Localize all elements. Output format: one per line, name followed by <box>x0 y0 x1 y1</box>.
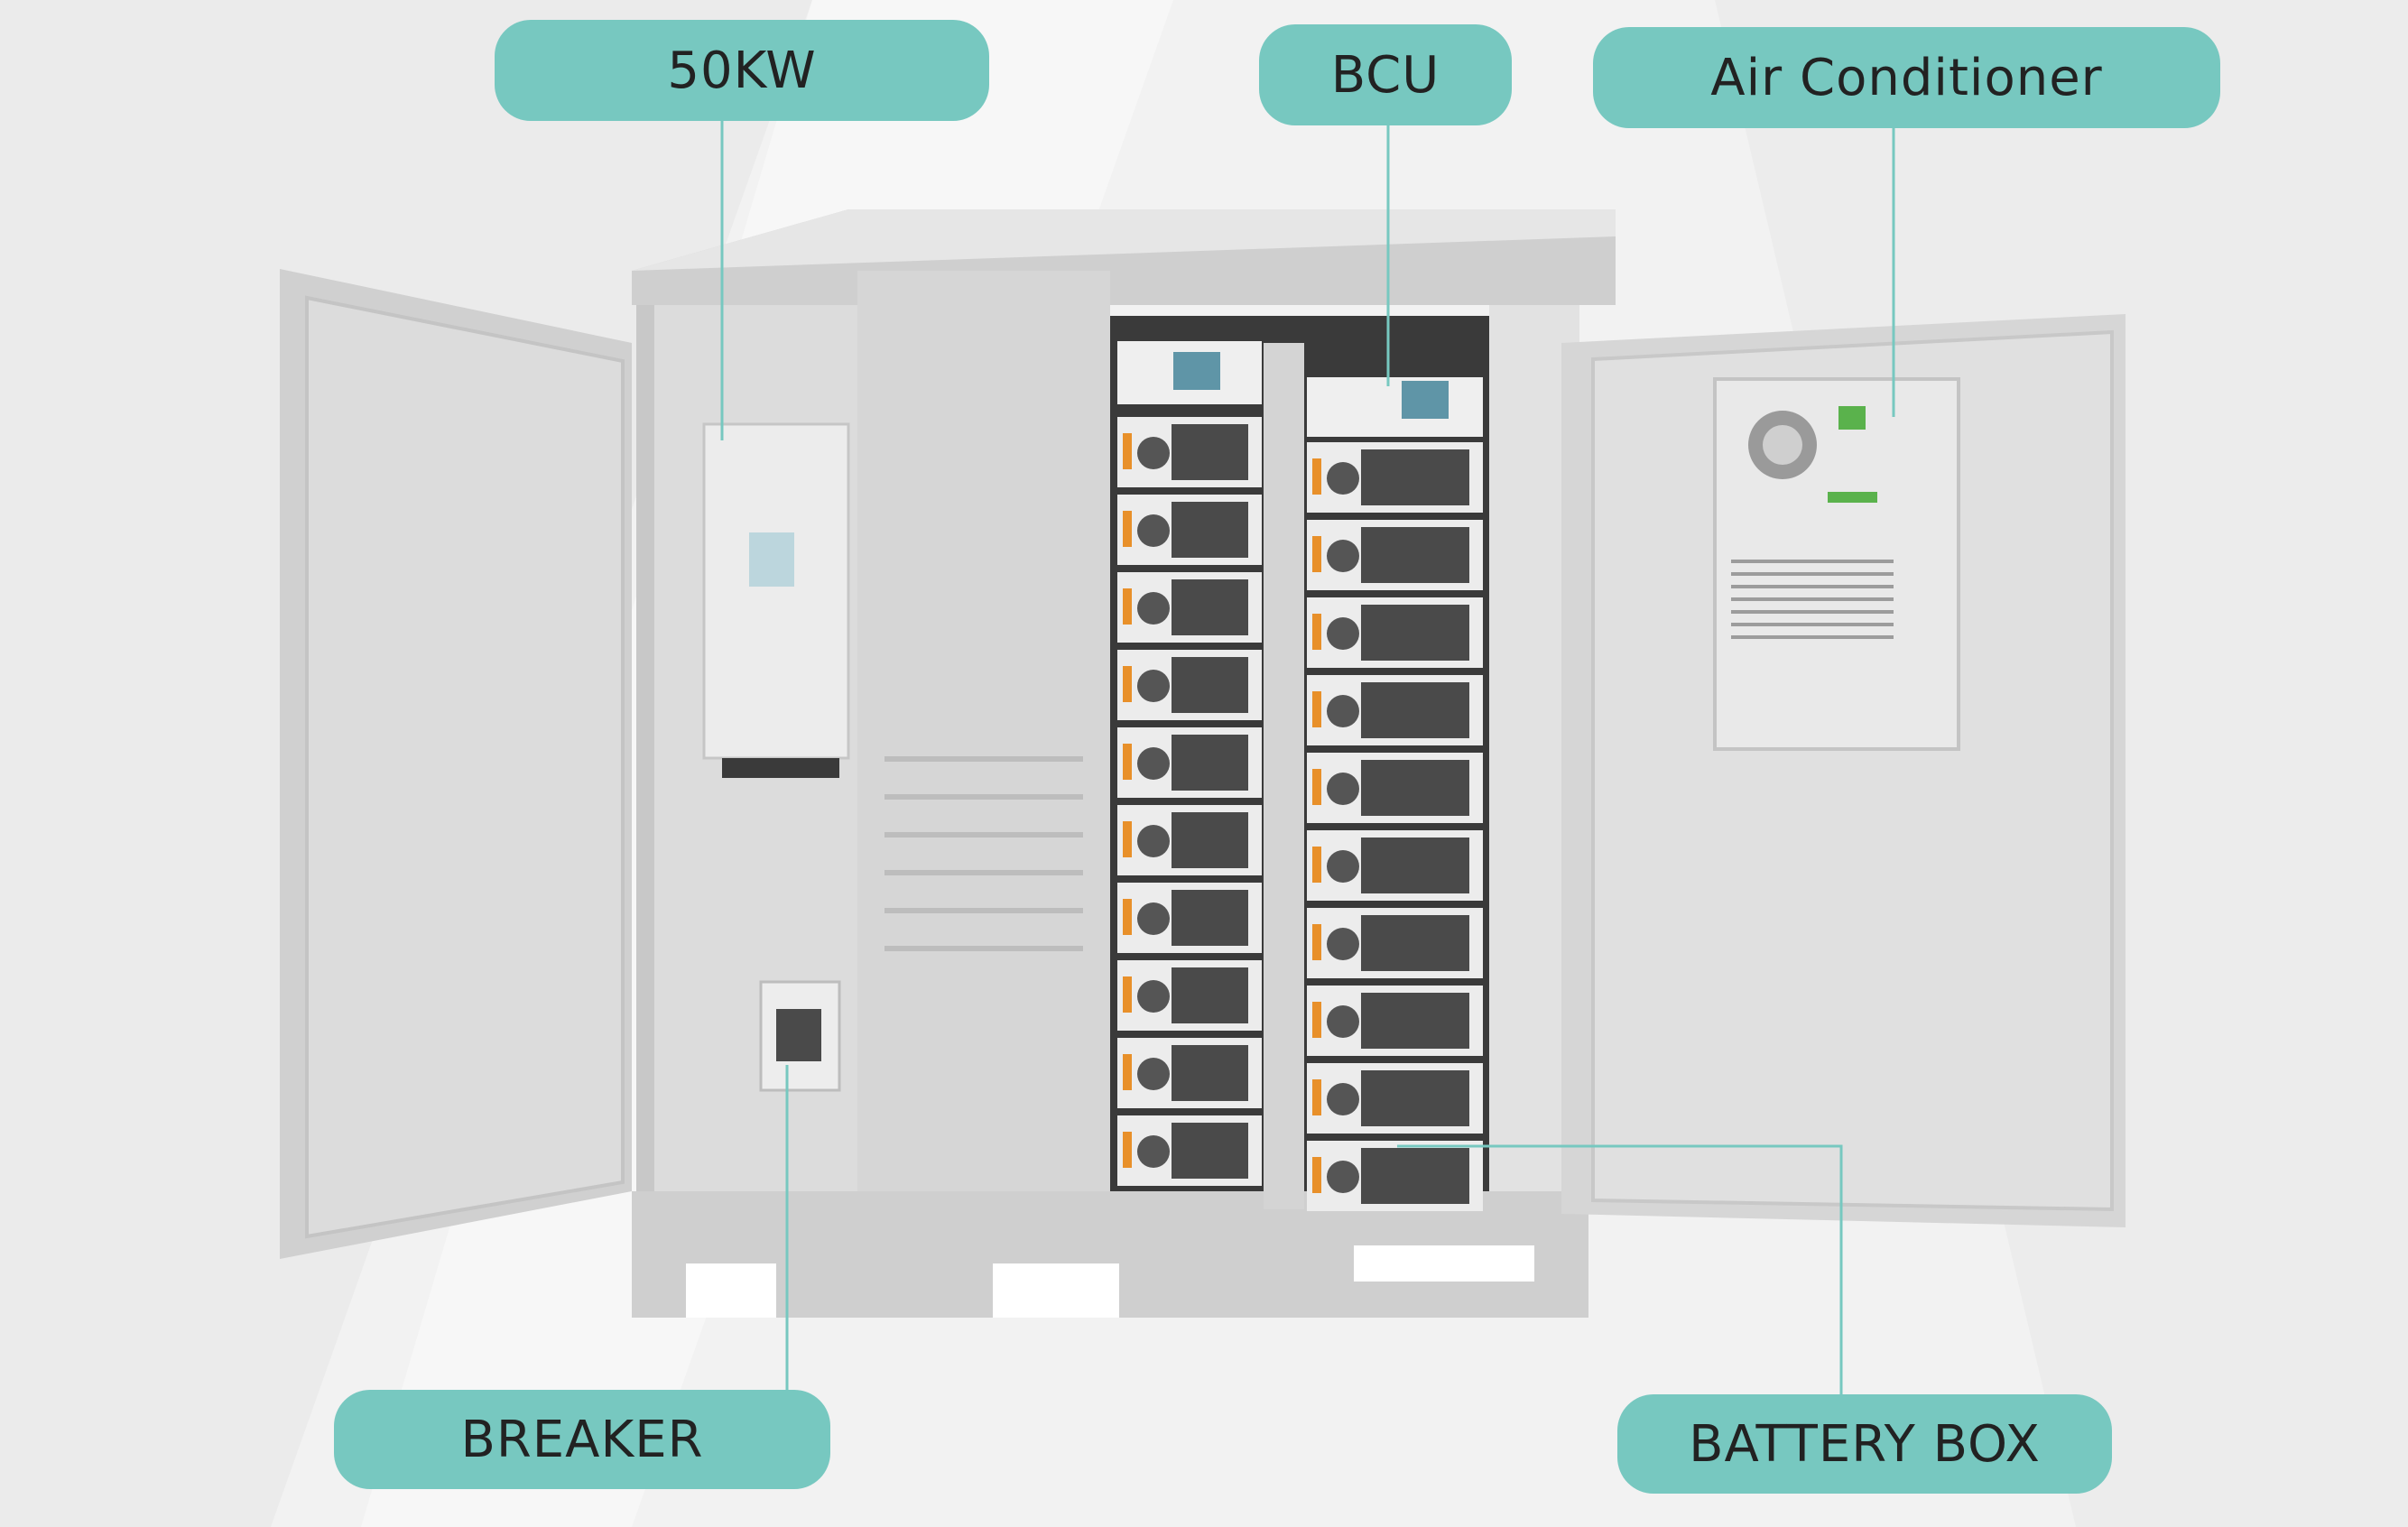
breaker-label: BREAKER <box>460 1410 704 1469</box>
left-door <box>280 269 632 1259</box>
battery-box-label: BATTERY BOX <box>1689 1414 2041 1474</box>
battery-module <box>1117 805 1262 875</box>
battery-module <box>1117 417 1262 487</box>
inverter-label: 50KW <box>667 41 817 100</box>
battery-module <box>1117 572 1262 643</box>
battery-module <box>1117 1115 1262 1186</box>
leader-lines <box>720 117 1895 1395</box>
inverter-callout: 50KW <box>495 20 989 121</box>
breaker-callout: BREAKER <box>334 1390 830 1489</box>
battery-rack <box>1117 341 1483 1211</box>
battery-module <box>1307 986 1483 1056</box>
battery-module <box>1117 1038 1262 1108</box>
breaker-unit <box>759 980 841 1092</box>
battery-module <box>1117 883 1262 953</box>
bcu-callout: BCU <box>1259 24 1512 125</box>
air-conditioner-callout: Air Conditioner <box>1593 27 2220 128</box>
battery-module <box>1307 908 1483 978</box>
bcu-label: BCU <box>1330 45 1440 105</box>
battery-module <box>1307 520 1483 590</box>
battery-module <box>1307 597 1483 668</box>
battery-module <box>1307 753 1483 823</box>
battery-module <box>1117 727 1262 798</box>
battery-module <box>1307 1141 1483 1211</box>
battery-module <box>1117 495 1262 565</box>
battery-module <box>1117 650 1262 720</box>
air-conditioner-unit <box>1713 377 1960 751</box>
battery-box-callout: BATTERY BOX <box>1617 1394 2112 1494</box>
battery-module <box>1307 830 1483 901</box>
inverter-unit <box>702 422 850 778</box>
battery-module <box>1117 960 1262 1031</box>
air-conditioner-label: Air Conditioner <box>1710 48 2103 107</box>
battery-module <box>1307 1063 1483 1134</box>
battery-module <box>1307 442 1483 513</box>
battery-module <box>1307 675 1483 745</box>
